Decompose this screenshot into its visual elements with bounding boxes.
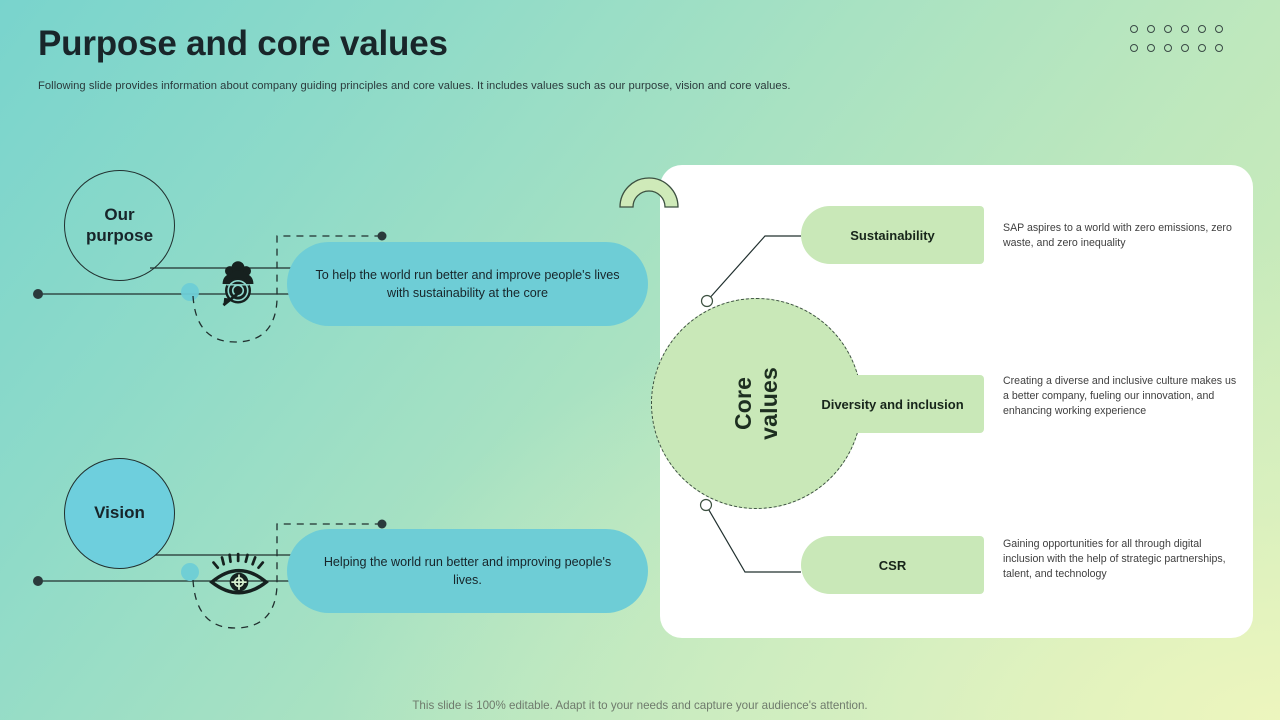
value-description-csr: Gaining opportunities for all through di…: [1003, 538, 1226, 581]
purpose-message-pill[interactable]: To help the world run better and improve…: [287, 242, 648, 326]
value-description-sustainability: SAP aspires to a world with zero emissio…: [1003, 222, 1232, 250]
vision-circle[interactable]: Vision: [64, 458, 175, 569]
value-pill-diversity-label: Diversity and inclusion: [821, 396, 964, 412]
dot-grid-icon: [1130, 25, 1232, 63]
vision-message-text: Helping the world run better and improvi…: [323, 554, 612, 587]
value-pill-csr[interactable]: CSR: [801, 536, 984, 594]
vision-message-pill[interactable]: Helping the world run better and improvi…: [287, 529, 648, 613]
purpose-message-text: To help the world run better and improve…: [315, 267, 620, 300]
eye-icon: [209, 552, 269, 595]
value-description-diversity: Creating a diverse and inclusive culture…: [1003, 375, 1237, 418]
page-subtitle: Following slide provides information abo…: [38, 80, 791, 92]
value-pill-sustainability[interactable]: Sustainability: [801, 206, 984, 264]
value-pill-csr-label: CSR: [878, 557, 907, 573]
page-title: Purpose and core values: [38, 24, 448, 63]
value-pill-sustainability-label: Sustainability: [850, 227, 935, 243]
vision-circle-label: Vision: [94, 503, 145, 523]
value-pill-diversity[interactable]: Diversity and inclusion: [801, 375, 984, 433]
footer-note: This slide is 100% editable. Adapt it to…: [412, 699, 868, 712]
target-people-icon: [222, 261, 254, 307]
